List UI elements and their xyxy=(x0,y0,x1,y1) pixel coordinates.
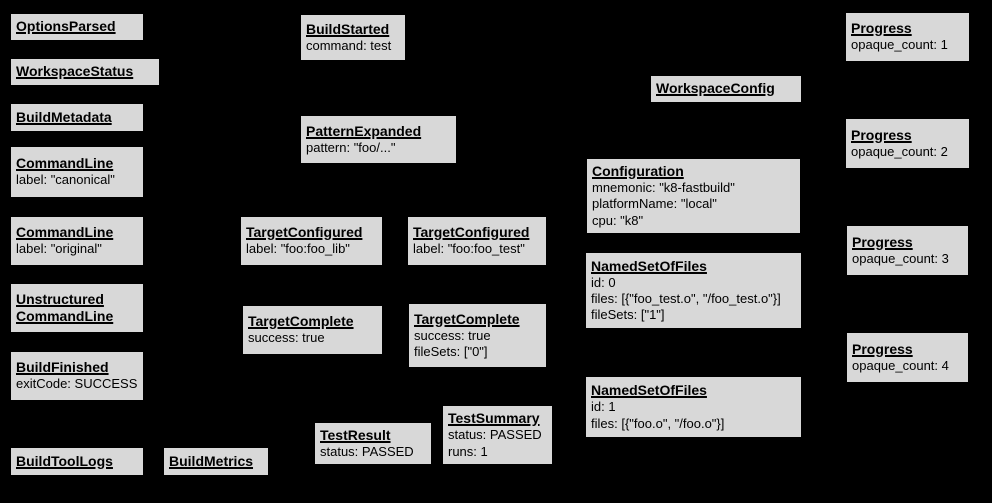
target-configured-foo-test-title: TargetConfigured xyxy=(413,224,530,241)
progress-2-title: Progress xyxy=(851,126,912,143)
build-finished-title: BuildFinished xyxy=(16,359,109,376)
named-set-of-files-1-detail: id: 1 xyxy=(591,399,616,415)
build-tool-logs-node: BuildToolLogs xyxy=(10,447,144,476)
pattern-expanded-detail: pattern: "foo/..." xyxy=(306,139,396,155)
named-set-of-files-1-detail: files: [{"foo.o", "/foo.o"}] xyxy=(591,415,725,431)
target-configured-foo-lib-detail: label: "foo:foo_lib" xyxy=(246,241,350,257)
workspace-config-title: WorkspaceConfig xyxy=(656,80,775,97)
target-complete-lib-title: TargetComplete xyxy=(248,313,354,330)
test-result-title: TestResult xyxy=(320,426,391,443)
command-line-original-detail: label: "original" xyxy=(16,241,102,257)
progress-1-title: Progress xyxy=(851,20,912,37)
options-parsed-title: OptionsParsed xyxy=(16,18,116,35)
progress-4-title: Progress xyxy=(852,340,913,357)
target-complete-lib-detail: success: true xyxy=(248,330,325,346)
test-result-detail: status: PASSED xyxy=(320,443,414,459)
options-parsed-node: OptionsParsed xyxy=(10,13,144,41)
configuration-title: Configuration xyxy=(592,163,684,180)
build-tool-logs-title: BuildToolLogs xyxy=(16,452,113,469)
target-configured-foo-lib-title: TargetConfigured xyxy=(246,224,363,241)
target-complete-test-title: TargetComplete xyxy=(414,310,520,327)
command-line-canonical-detail: label: "canonical" xyxy=(16,172,115,188)
command-line-original-title: CommandLine xyxy=(16,224,114,241)
build-started-title: BuildStarted xyxy=(306,20,390,37)
workspace-config-node: WorkspaceConfig xyxy=(650,75,802,103)
named-set-of-files-0-detail: files: [{"foo_test.o", "/foo_test.o"}] xyxy=(591,290,781,306)
build-metrics-title: BuildMetrics xyxy=(169,452,254,469)
named-set-of-files-0-detail: id: 0 xyxy=(591,274,616,290)
test-summary-title: TestSummary xyxy=(448,410,540,427)
progress-2-detail: opaque_count: 2 xyxy=(851,143,948,159)
build-metrics-node: BuildMetrics xyxy=(163,447,269,476)
unstructured-command-line-title: CommandLine xyxy=(16,308,114,324)
build-finished-detail: exitCode: SUCCESS xyxy=(16,376,138,392)
progress-4-detail: opaque_count: 4 xyxy=(852,357,949,373)
configuration-detail: mnemonic: "k8-fastbuild" xyxy=(592,180,735,196)
progress-3-detail: opaque_count: 3 xyxy=(852,250,949,266)
build-metadata-title: BuildMetadata xyxy=(16,108,112,125)
workspace-status-title: WorkspaceStatus xyxy=(16,63,134,80)
progress-1-detail: opaque_count: 1 xyxy=(851,37,948,53)
build-metadata-node: BuildMetadata xyxy=(10,103,144,132)
target-configured-foo-test-detail: label: "foo:foo_test" xyxy=(413,241,525,257)
named-set-of-files-1-title: NamedSetOfFiles xyxy=(591,382,707,399)
configuration-detail: cpu: "k8" xyxy=(592,212,644,228)
test-summary-detail: runs: 1 xyxy=(448,443,488,459)
named-set-of-files-0-title: NamedSetOfFiles xyxy=(591,257,707,274)
progress-3-title: Progress xyxy=(852,233,913,250)
unstructured-command-line-title: Unstructured xyxy=(16,290,104,307)
build-started-detail: command: test xyxy=(306,37,392,53)
command-line-canonical-title: CommandLine xyxy=(16,155,114,172)
target-complete-test-detail: fileSets: ["0"] xyxy=(414,344,488,360)
workspace-status-node: WorkspaceStatus xyxy=(10,58,160,86)
configuration-detail: platformName: "local" xyxy=(592,196,717,212)
pattern-expanded-title: PatternExpanded xyxy=(306,122,422,139)
target-complete-test-detail: success: true xyxy=(414,327,491,343)
named-set-of-files-0-detail: fileSets: ["1"] xyxy=(591,307,665,323)
test-summary-detail: status: PASSED xyxy=(448,427,542,443)
